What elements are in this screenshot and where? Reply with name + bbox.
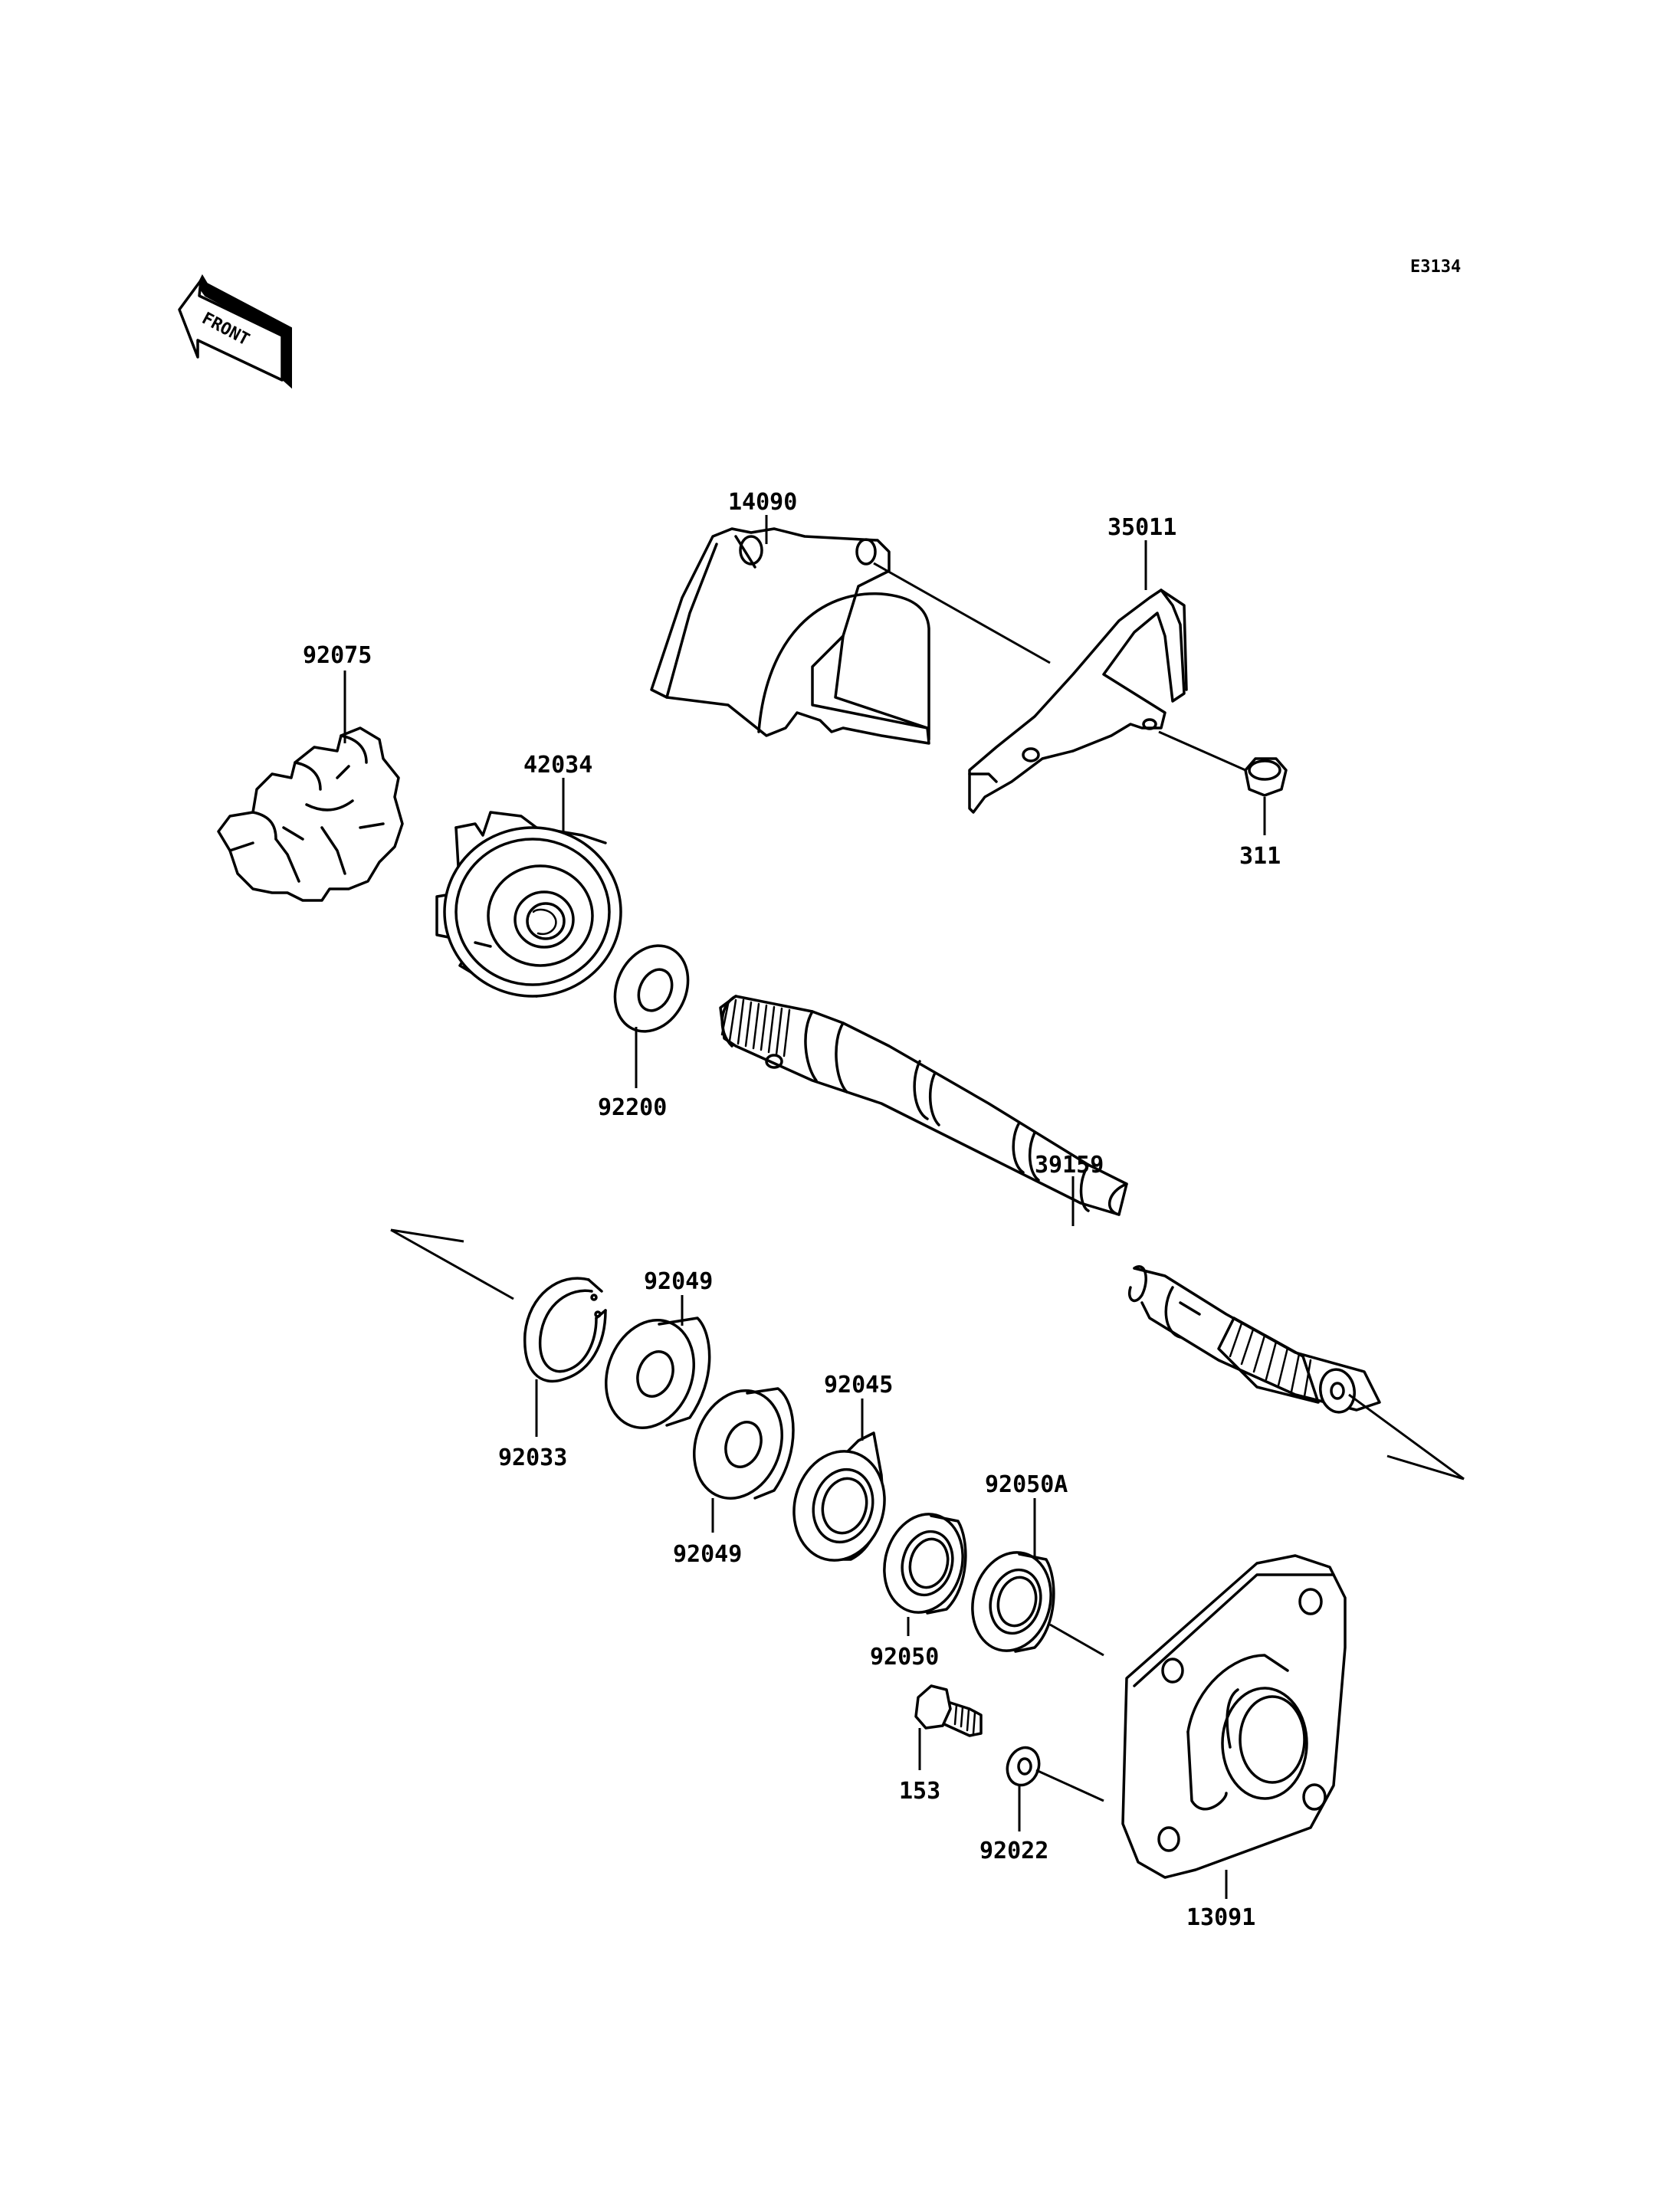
part-153-bolt[interactable] [914, 1684, 983, 1737]
callout-92200[interactable]: 92200 [598, 1094, 667, 1121]
callout-35011[interactable]: 35011 [1107, 514, 1176, 541]
callout-92033[interactable]: 92033 [498, 1444, 567, 1471]
part-92045-bearing[interactable] [782, 1431, 896, 1571]
part-92049-seal-upper[interactable] [592, 1308, 711, 1441]
part-14090-cover[interactable] [650, 527, 930, 745]
callout-13091[interactable]: 13091 [1186, 1904, 1255, 1931]
part-311-nut[interactable] [1244, 757, 1288, 797]
part-35011-bracket[interactable] [968, 589, 1188, 814]
part-92050a-oil-seal[interactable] [962, 1543, 1061, 1659]
part-42034-coupling[interactable] [435, 811, 622, 998]
callout-92022[interactable]: 92022 [979, 1838, 1048, 1864]
part-92075-damper[interactable] [217, 726, 404, 902]
callout-39159[interactable]: 39159 [1035, 1152, 1104, 1179]
part-92200-washer[interactable] [602, 933, 702, 1043]
part-92050-oil-seal[interactable] [874, 1505, 973, 1621]
front-arrow-icon: FRONT [178, 274, 292, 389]
part-13091-holder[interactable] [1121, 1554, 1347, 1879]
callout-leaders [343, 515, 1266, 1899]
callout-42034[interactable]: 42034 [523, 752, 592, 779]
callout-92075[interactable]: 92075 [303, 642, 372, 669]
part-39159-drive-shaft[interactable] [719, 995, 1381, 1415]
callout-92049-lower[interactable]: 92049 [673, 1541, 742, 1568]
callout-92050[interactable]: 92050 [870, 1644, 939, 1671]
callout-92049-upper[interactable]: 92049 [644, 1268, 713, 1295]
part-92033-circlip[interactable] [523, 1277, 607, 1383]
callout-311[interactable]: 311 [1239, 843, 1281, 870]
callout-92050a[interactable]: 92050A [985, 1471, 1068, 1498]
callout-153[interactable]: 153 [899, 1778, 940, 1805]
drawing-number: E3134 [1410, 257, 1461, 277]
part-92022-washer[interactable] [1002, 1743, 1045, 1790]
callout-92045[interactable]: 92045 [824, 1372, 893, 1399]
part-92049-seal-lower[interactable] [680, 1379, 797, 1511]
callout-14090[interactable]: 14090 [728, 489, 797, 516]
